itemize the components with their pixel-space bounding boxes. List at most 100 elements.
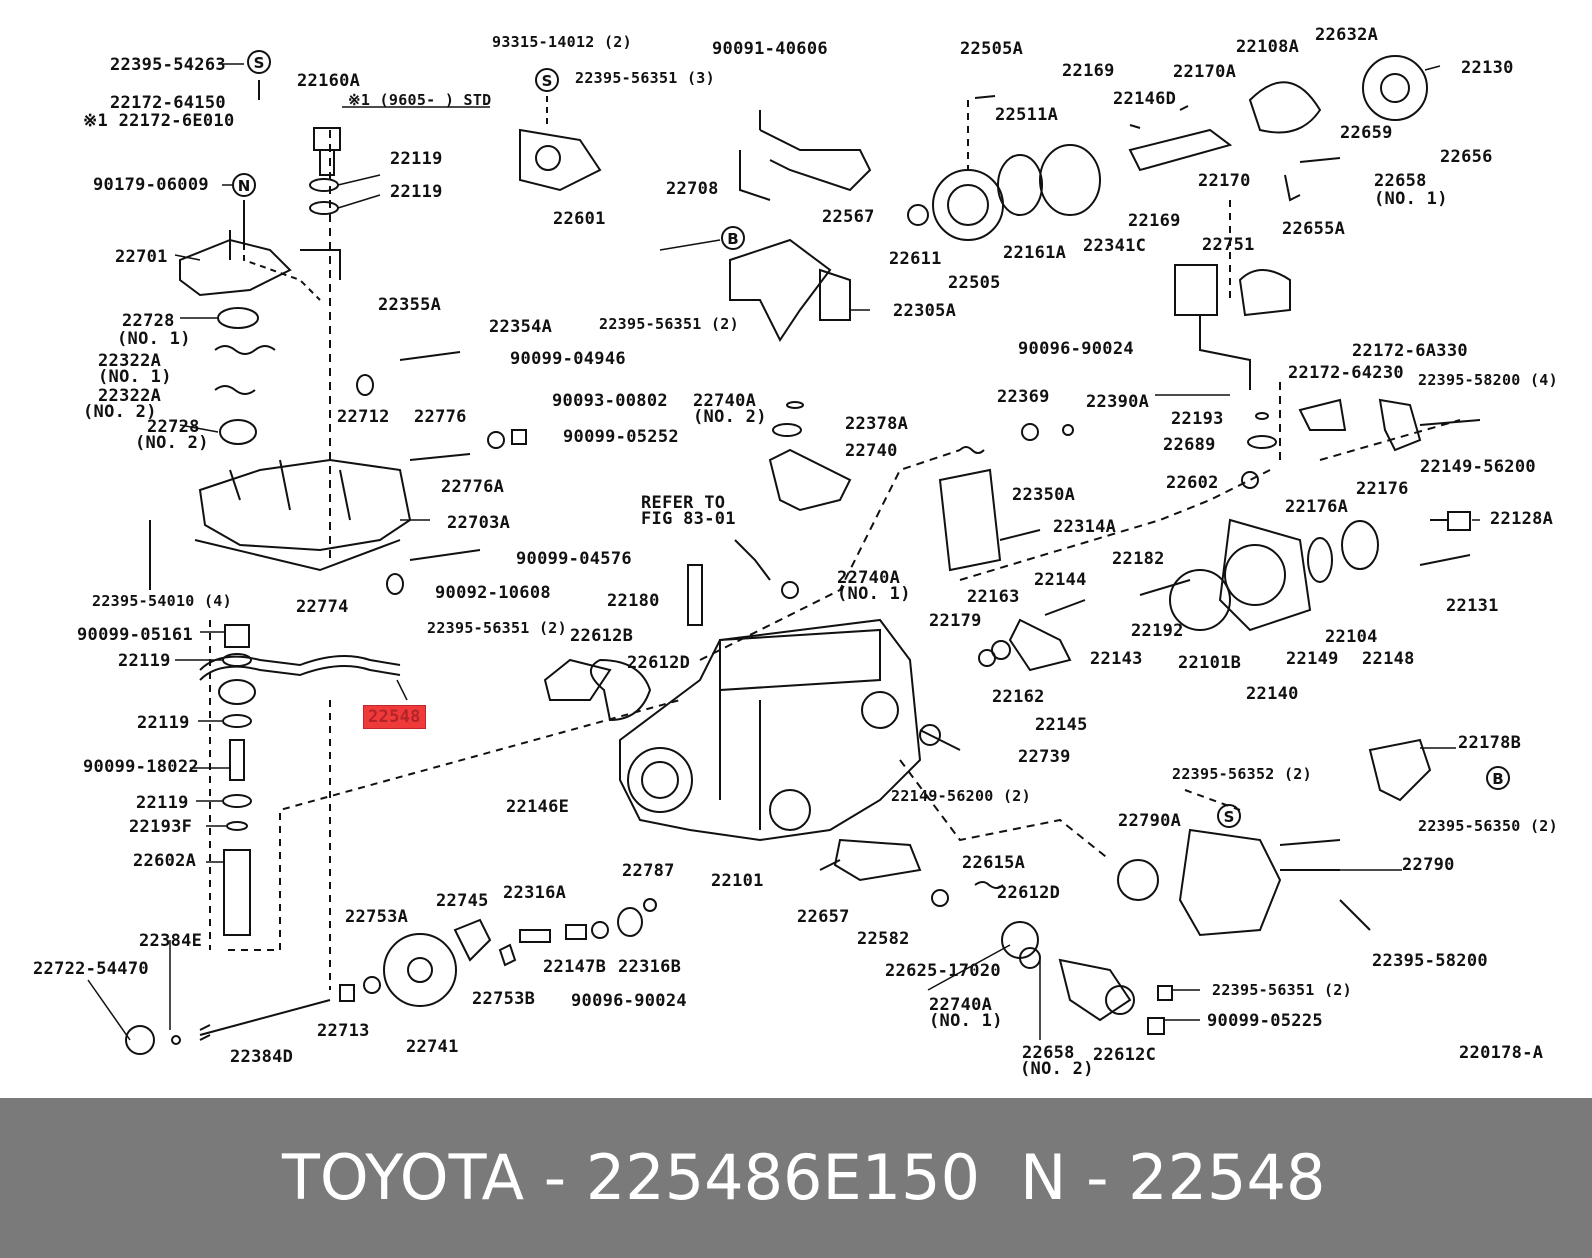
part-label-l72: REFER TO [641, 493, 726, 513]
part-label-l119: 22615A [962, 853, 1026, 873]
part-label-l62: 22740A [693, 391, 757, 411]
part-label-l108: 22395-56350 (2) [1418, 817, 1558, 835]
part-label-l43: 22751 [1202, 235, 1255, 255]
part-label-l105: 22149-56200 (2) [891, 787, 1031, 805]
part-label-l96: 22149 [1286, 649, 1339, 669]
part-label-l117: 22745 [436, 891, 489, 911]
footer-bar: TOYOTA - 225486E150 N - 22548 [0, 1098, 1592, 1258]
part-label-l87: 90099-05161 [77, 625, 193, 645]
part-label-l27: 22170A [1173, 62, 1237, 82]
part-label-l141: 22612C [1093, 1045, 1157, 1065]
part-label-l55: 22193 [1171, 409, 1224, 429]
part-label-l40: 22505 [948, 273, 1001, 293]
part-label-l130: 90096-90024 [571, 991, 687, 1011]
part-label-l86: 22131 [1446, 596, 1499, 616]
part-label-l99: 22162 [992, 687, 1045, 707]
part-label-l95: 22101B [1178, 653, 1242, 673]
part-label-l91: 22612D [627, 653, 691, 673]
part-label-l11: (NO. 2) [83, 402, 157, 422]
part-label-l41: 22161A [1003, 243, 1067, 263]
part-label-l116: 22787 [622, 861, 675, 881]
part-label-l110: 22193F [129, 817, 193, 837]
part-label-l61: 90099-05252 [563, 427, 679, 447]
highlighted-part-label[interactable]: 22548 [363, 705, 426, 729]
symbol-circle-b-icon: B [721, 226, 745, 250]
svg-text:B: B [727, 230, 738, 248]
part-label-l12: 22728 [147, 417, 200, 437]
part-label-l48: 90099-04946 [510, 349, 626, 369]
part-label-l140: (NO. 2) [1020, 1059, 1094, 1079]
part-label-l113: 22101 [711, 871, 764, 891]
part-label-l109: 22119 [136, 793, 189, 813]
part-label-l101: 22145 [1035, 715, 1088, 735]
part-label-l112: 22602A [133, 851, 197, 871]
part-label-l32: 22659 [1340, 123, 1393, 143]
part-label-l19: 22395-56351 (3) [575, 69, 715, 87]
part-label-l82: 22176A [1285, 497, 1349, 517]
part-label-l30: 22632A [1315, 25, 1379, 45]
part-label-l135: 90099-05225 [1207, 1011, 1323, 1031]
part-label-l136: 22713 [317, 1021, 370, 1041]
part-label-l63: (NO. 2) [693, 407, 767, 427]
part-label-l25: 22169 [1062, 61, 1115, 81]
part-label-l103: 90099-18022 [83, 757, 199, 777]
part-label-l34: 22658 [1374, 171, 1427, 191]
symbol-circle-s-icon: S [1217, 804, 1241, 828]
part-label-l9: (NO. 1) [98, 367, 172, 387]
part-label-l3: ※1 22172-6E010 [83, 111, 235, 131]
part-label-l115: 22790 [1402, 855, 1455, 875]
part-label-l114: 22790A [1118, 811, 1182, 831]
part-label-l73: FIG 83-01 [641, 509, 736, 529]
part-label-l5: 22701 [115, 247, 168, 267]
part-label-l1: 22395-54263 [110, 55, 226, 75]
part-label-l81: 22163 [967, 587, 1020, 607]
part-label-l77: 22350A [1012, 485, 1076, 505]
part-label-l21: 90091-40606 [712, 39, 828, 59]
part-label-l29: 22108A [1236, 37, 1300, 57]
part-label-l90: 22612B [570, 626, 634, 646]
part-label-l54: 22390A [1086, 392, 1150, 412]
part-label-l97: 22104 [1325, 627, 1378, 647]
part-label-l16: 22119 [390, 149, 443, 169]
part-label-l59: 22776 [414, 407, 467, 427]
part-label-l56: 22689 [1163, 435, 1216, 455]
part-label-l89: 22395-56351 (2) [427, 619, 567, 637]
part-label-l36: 22170 [1198, 171, 1251, 191]
part-label-l22: 22708 [666, 179, 719, 199]
part-label-l111: 22146E [506, 797, 570, 817]
part-label-l18: 93315-14012 (2) [492, 33, 632, 51]
part-label-l42: 22341C [1083, 236, 1147, 256]
part-label-l76: 22180 [607, 591, 660, 611]
part-label-l4: 90179-06009 [93, 175, 209, 195]
footer-reference-number: N - 22548 [1020, 1141, 1326, 1214]
part-label-l14: 22160A [297, 71, 361, 91]
part-label-l94: 22143 [1090, 649, 1143, 669]
part-label-l31: 22130 [1461, 58, 1514, 78]
part-label-l38: 22655A [1282, 219, 1346, 239]
part-label-l39: 22611 [889, 249, 942, 269]
part-label-l70: 22395-54010 (4) [92, 592, 232, 610]
symbol-circle-s-icon: S [247, 50, 271, 74]
part-label-l53: 22369 [997, 387, 1050, 407]
part-label-l80: 22144 [1034, 570, 1087, 590]
part-label-l102: 22119 [137, 713, 190, 733]
part-label-l92: 22179 [929, 611, 982, 631]
part-label-l6: 22728 [122, 311, 175, 331]
part-label-l134: 22395-56351 (2) [1212, 981, 1352, 999]
part-label-l28: 22146D [1113, 89, 1177, 109]
part-label-l88: 22119 [118, 651, 171, 671]
part-label-l132: 22740A [929, 995, 993, 1015]
part-label-l121: 22657 [797, 907, 850, 927]
svg-text:S: S [254, 54, 265, 72]
part-label-l33: 22656 [1440, 147, 1493, 167]
part-label-l26: 22511A [995, 105, 1059, 125]
part-label-l51: 22172-64230 [1288, 363, 1404, 383]
part-label-l64: 22378A [845, 414, 909, 434]
part-label-l35: (NO. 1) [1374, 189, 1448, 209]
symbol-circle-s-icon: S [535, 68, 559, 92]
part-label-l24: 22505A [960, 39, 1024, 59]
part-label-l98: 22148 [1362, 649, 1415, 669]
part-label-l104: 22739 [1018, 747, 1071, 767]
part-label-l58: 22712 [337, 407, 390, 427]
